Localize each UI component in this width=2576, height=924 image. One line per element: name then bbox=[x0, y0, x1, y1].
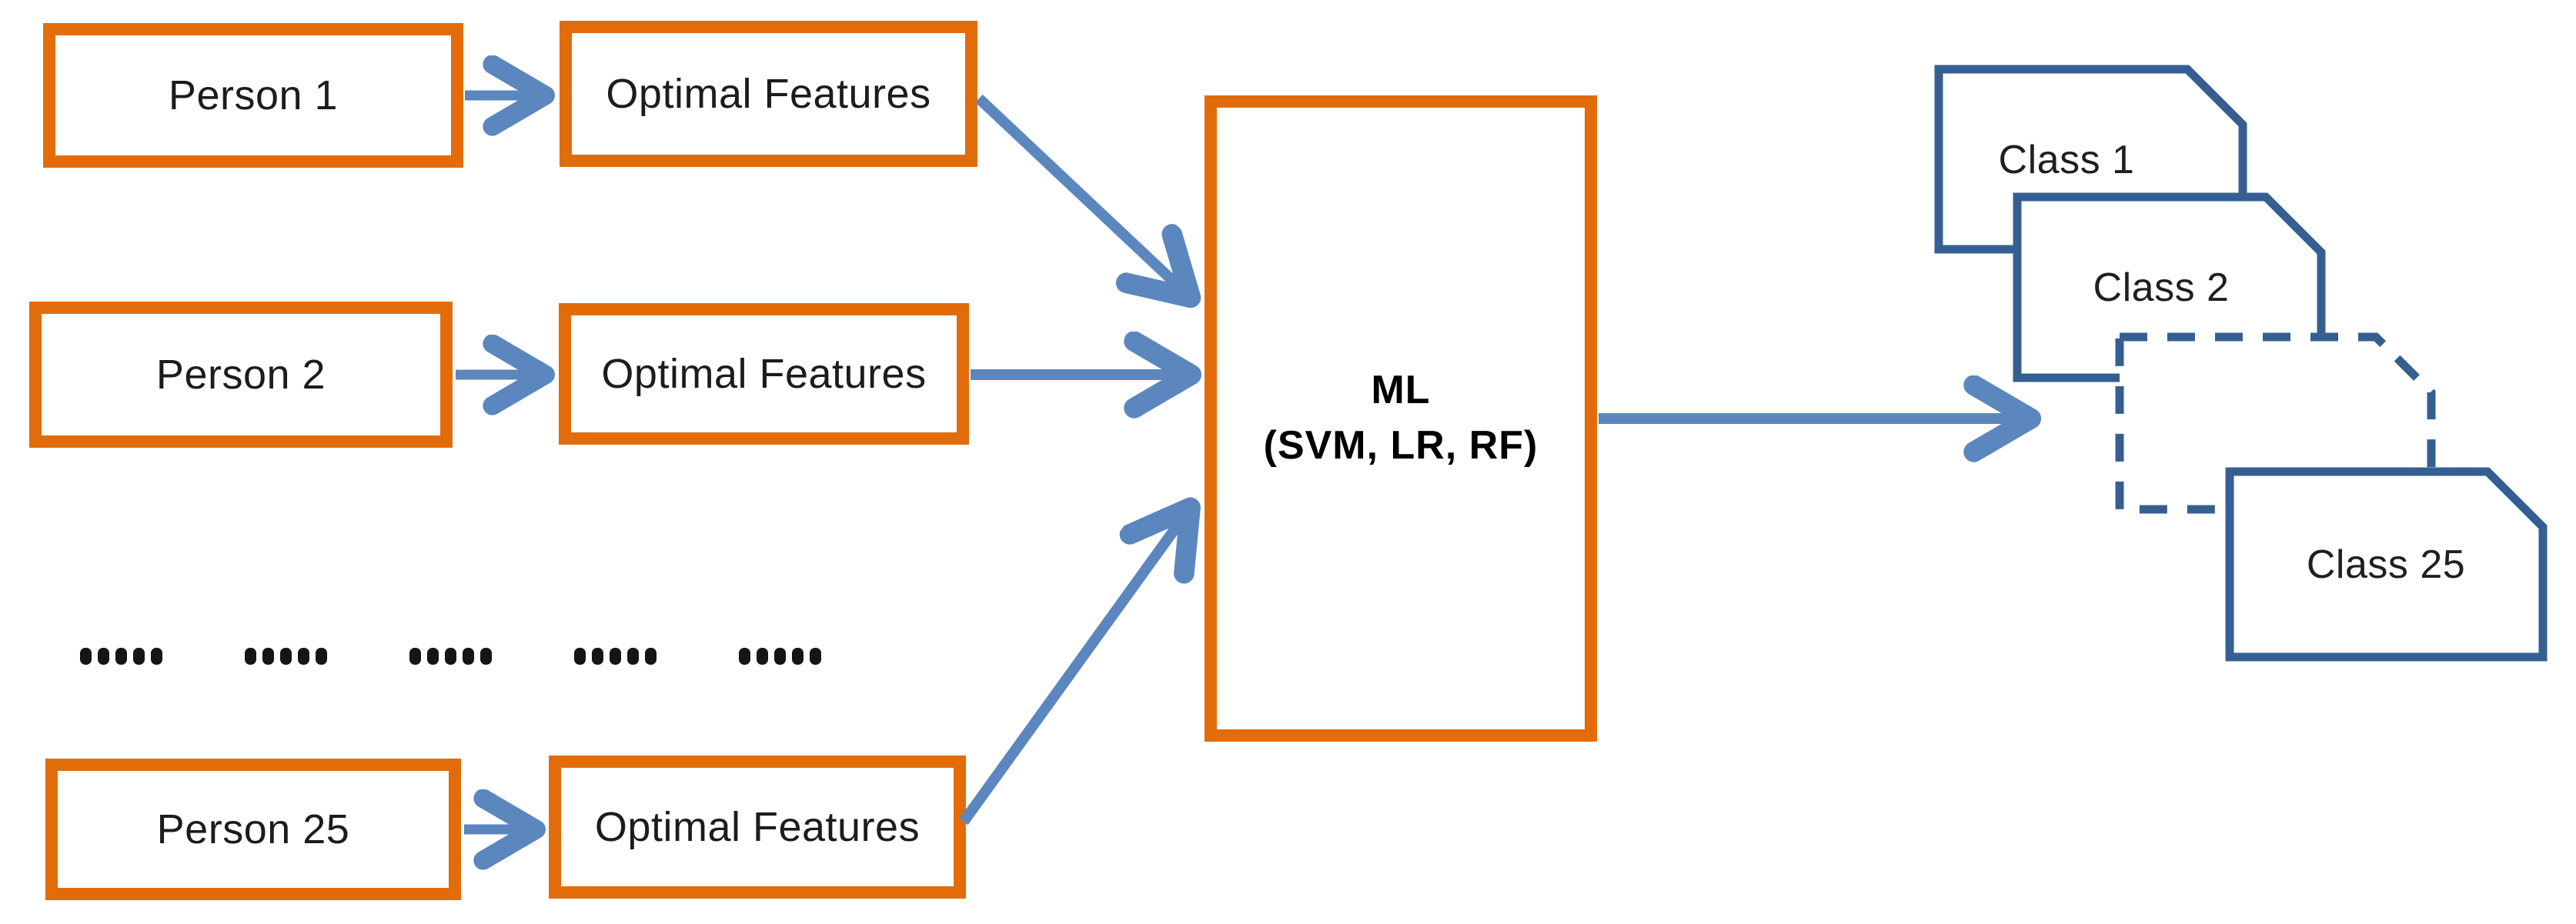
dot bbox=[610, 648, 621, 665]
optimal-features-2-box: Optimal Features bbox=[559, 303, 969, 445]
dot bbox=[98, 648, 109, 665]
dot bbox=[792, 648, 804, 665]
dot bbox=[480, 648, 492, 665]
dot bbox=[245, 648, 256, 665]
ellipsis-group-2 bbox=[245, 648, 327, 665]
dot bbox=[645, 648, 657, 665]
dot bbox=[774, 648, 786, 665]
ml-box: ML (SVM, LR, RF) bbox=[1204, 95, 1597, 742]
arrow-features1-to-ml bbox=[975, 94, 1189, 296]
dot bbox=[316, 648, 327, 665]
dot bbox=[115, 648, 127, 665]
person-1-box: Person 1 bbox=[43, 23, 463, 168]
arrow-features25-to-ml bbox=[959, 509, 1189, 826]
person-2-label: Person 2 bbox=[155, 352, 326, 398]
optimal-features-25-label: Optimal Features bbox=[594, 804, 920, 850]
class-2-card bbox=[2013, 192, 2326, 382]
dot bbox=[574, 648, 586, 665]
person-25-label: Person 25 bbox=[156, 806, 350, 852]
ellipsis-group-5 bbox=[739, 648, 821, 665]
dot bbox=[409, 648, 421, 665]
optimal-features-25-box: Optimal Features bbox=[549, 756, 966, 899]
ellipsis-group-4 bbox=[574, 648, 657, 665]
person-1-label: Person 1 bbox=[168, 72, 339, 118]
optimal-features-1-label: Optimal Features bbox=[606, 71, 931, 117]
class-2-label: Class 2 bbox=[2093, 265, 2230, 310]
dot bbox=[627, 648, 639, 665]
class-ellipsis-card bbox=[2115, 332, 2436, 514]
dot bbox=[757, 648, 768, 665]
dot bbox=[445, 648, 456, 665]
class-25-card bbox=[2225, 467, 2548, 662]
dot bbox=[298, 648, 309, 665]
ml-label-line2: (SVM, LR, RF) bbox=[1263, 423, 1539, 468]
class-1-label: Class 1 bbox=[1999, 138, 2135, 182]
dot bbox=[133, 648, 145, 665]
dot bbox=[463, 648, 474, 665]
dot bbox=[262, 648, 274, 665]
dot bbox=[810, 648, 821, 665]
person-2-box: Person 2 bbox=[29, 302, 453, 448]
dot bbox=[739, 648, 750, 665]
ellipsis-group-3 bbox=[409, 648, 492, 665]
person-25-box: Person 25 bbox=[45, 759, 461, 900]
ml-label-line1: ML bbox=[1371, 368, 1431, 413]
dot bbox=[427, 648, 439, 665]
dot bbox=[592, 648, 603, 665]
optimal-features-1-box: Optimal Features bbox=[560, 21, 977, 167]
class-25-label: Class 25 bbox=[2307, 542, 2465, 587]
optimal-features-2-label: Optimal Features bbox=[601, 351, 927, 397]
dot bbox=[80, 648, 92, 665]
ellipsis-group-1 bbox=[80, 648, 162, 665]
dot bbox=[151, 648, 162, 665]
dot bbox=[280, 648, 292, 665]
